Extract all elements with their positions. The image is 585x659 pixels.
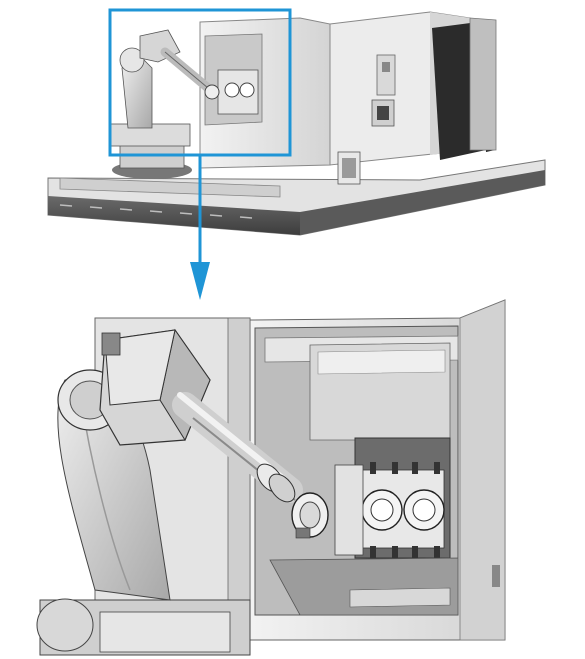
overview-scene <box>47 8 546 236</box>
control-panel <box>376 54 396 96</box>
detail-scene <box>36 299 506 656</box>
rail-base <box>48 196 300 235</box>
robot-overview <box>109 29 220 179</box>
robot-arm-closeup <box>36 328 329 656</box>
arrow-down-icon <box>190 155 210 300</box>
